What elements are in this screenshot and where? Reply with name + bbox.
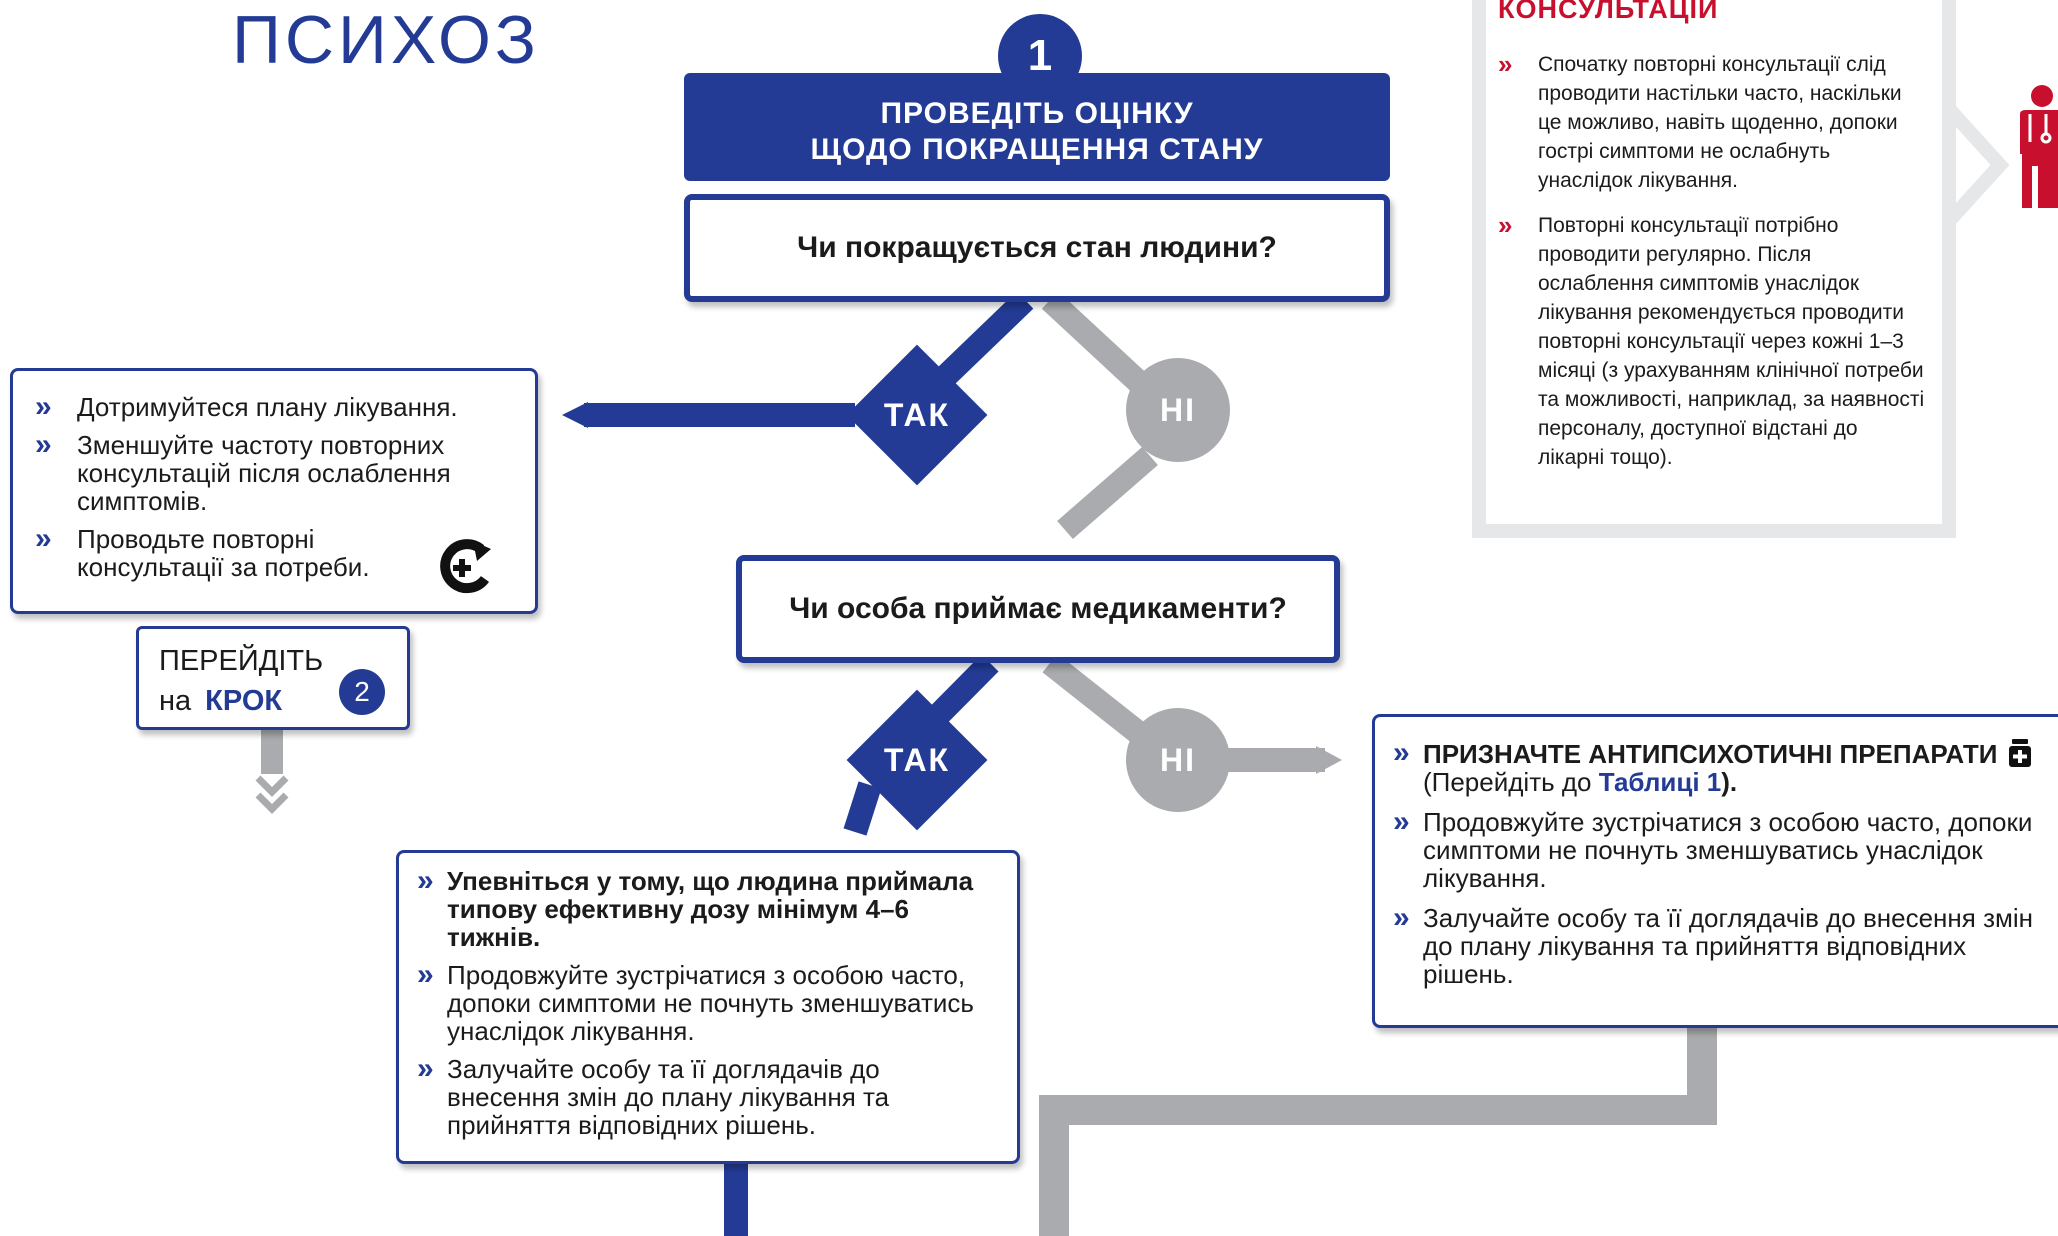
question-medication-box: Чи особа приймає медикаменти? [736, 555, 1340, 663]
go-to-step-2-box[interactable]: ПЕРЕЙДІТЬ на КРОК 2 [136, 626, 410, 730]
follow-up-info-panel [1472, 0, 1956, 538]
list-item-text: Продовжуйте зустрічатися з особою часто,… [1423, 807, 2033, 893]
prescribe-heading: ПРИЗНАЧТЕ АНТИПСИХОТИЧНІ ПРЕПАРАТИ [1423, 739, 1998, 769]
list-item-text: Зменшуйте частоту повторних консультацій… [77, 430, 451, 516]
list-item: » Продовжуйте зустрічатися з особою част… [417, 958, 1005, 1046]
list-item: » ПРИЗНАЧТЕ АНТИПСИХОТИЧНІ ПРЕПАРАТИ (Пе… [1393, 736, 2055, 796]
arrow-yes1-left-head [562, 402, 588, 428]
list-item: » Дотримуйтеся плану лікування. [35, 390, 517, 423]
list-item-text: Упевніться у тому, що людина приймала ти… [447, 866, 974, 952]
doctor-icon [2020, 85, 2058, 208]
list-item-text: Продовжуйте зустрічатися з особою часто,… [447, 960, 974, 1046]
list-item-text: Залучайте особу та її доглядачів до внес… [1423, 903, 2033, 989]
no-decision-2: НІ [1126, 708, 1230, 812]
no-label-1: НІ [1160, 391, 1196, 428]
bullet-chevron-icon: » [35, 522, 52, 555]
list-item-text: Дотримуйтеся плану лікування. [77, 392, 458, 422]
arrow-no2-right-head [1316, 746, 1342, 774]
list-item: » Продовжуйте зустрічатися з особою част… [1393, 805, 2055, 893]
bullet-chevron-icon: » [417, 958, 434, 991]
bullet-chevron-icon: » [35, 428, 52, 461]
list-item-text: Спочатку повторні консультації слід пров… [1538, 53, 1902, 192]
panel-list: » Спочатку повторні консультації слід пр… [1498, 50, 1928, 488]
connector-right-down [1039, 1024, 1717, 1236]
list-item-text: Проводьте повторні консультації за потре… [77, 524, 370, 582]
table-ref-prefix: (Перейдіть до [1423, 767, 1599, 797]
list-item: » Залучайте особу та її доглядачів до вн… [417, 1052, 917, 1140]
bullet-chevron-icon: » [1393, 736, 1410, 769]
list-item: » Залучайте особу та її доглядачів до вн… [1393, 901, 2055, 989]
question-improvement-text: Чи покращується стан людини? [797, 231, 1277, 264]
list-item-text: Залучайте особу та її доглядачів до внес… [447, 1054, 890, 1140]
table-ref-link[interactable]: Таблиці 1 [1598, 767, 1722, 797]
goto-step-label: КРОК [205, 685, 283, 717]
yes-decision-2: ТАК [846, 689, 988, 831]
bullet-chevron-icon: » [35, 390, 52, 423]
list-item: » Проводьте повторні консультації за пот… [35, 522, 375, 582]
bullet-chevron-icon: » [417, 864, 434, 897]
continue-plan-box: » Дотримуйтеся плану лікування. » Зменшу… [10, 368, 538, 614]
table-ref-suffix: ). [1721, 767, 1738, 797]
yes-decision-1: ТАК [846, 344, 988, 486]
question-improvement-box: Чи покращується стан людини? [684, 194, 1390, 302]
prescribe-box: » ПРИЗНАЧТЕ АНТИПСИХОТИЧНІ ПРЕПАРАТИ (Пе… [1372, 714, 2058, 1028]
chevron-down-double-icon [255, 775, 289, 814]
no-label-2: НІ [1160, 741, 1196, 778]
list-item: » Повторні консультації потрібно проводи… [1498, 211, 1928, 472]
question-medication-text: Чи особа приймає медикаменти? [789, 592, 1287, 625]
check-dose-box: » Упевніться у тому, що людина приймала … [396, 850, 1020, 1164]
bullet-chevron-icon: » [1498, 49, 1513, 79]
no-decision-1: НІ [1126, 358, 1230, 462]
step-number-badge: 1 [998, 14, 1082, 98]
yes-label-1: ТАК [883, 396, 951, 433]
bullet-chevron-icon: » [1393, 901, 1410, 934]
medication-icon [2008, 739, 2031, 767]
panel-heading: КОНСУЛЬТАЦІЙ [1498, 0, 1719, 24]
bullet-chevron-icon: » [1393, 805, 1410, 838]
bullet-chevron-icon: » [417, 1052, 434, 1085]
bullet-chevron-icon: » [1498, 210, 1513, 240]
connector-yes2-down [843, 781, 882, 836]
list-item-text: Повторні консультації потрібно проводити… [1538, 214, 1925, 469]
goto-step-number: 2 [339, 669, 385, 715]
yes-label-2: ТАК [883, 741, 951, 778]
list-item: » Спочатку повторні консультації слід пр… [1498, 50, 1928, 195]
goto-prefix: на [159, 685, 192, 717]
list-item-content: ПРИЗНАЧТЕ АНТИПСИХОТИЧНІ ПРЕПАРАТИ (Пере… [1423, 739, 2031, 796]
list-item: » Зменшуйте частоту повторних консультац… [35, 428, 517, 516]
page-title: ПСИХОЗ [232, 2, 540, 78]
goto-line1: ПЕРЕЙДІТЬ [159, 645, 324, 677]
follow-up-icon [440, 539, 491, 594]
list-item: » Упевніться у тому, що людина приймала … [417, 864, 1005, 952]
connector-no1-down [1057, 446, 1158, 540]
goto-line2: на КРОК [159, 685, 282, 718]
step-banner-line1: ПРОВЕДІТЬ ОЦІНКУ [880, 97, 1194, 130]
step-banner-line2: ЩОДО ПОКРАЩЕННЯ СТАНУ [810, 133, 1264, 166]
